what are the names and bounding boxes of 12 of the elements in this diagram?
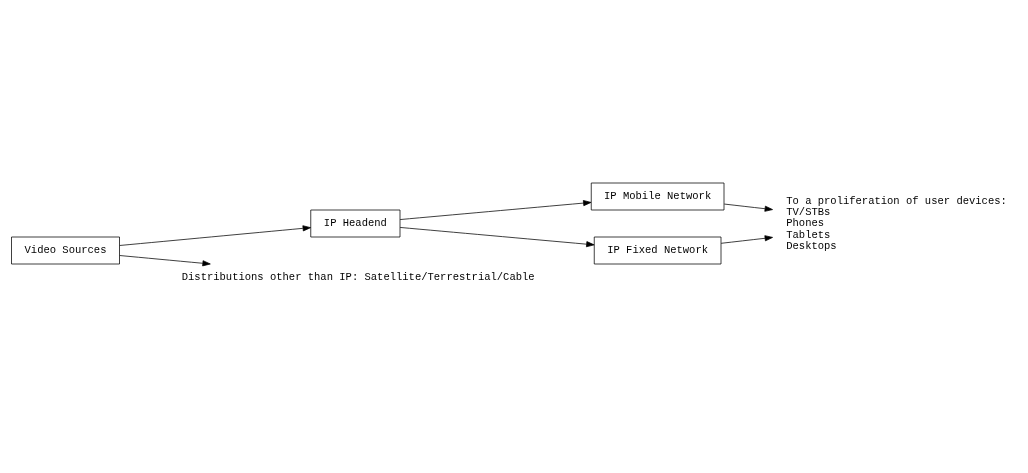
node-box: Video Sources (11, 236, 120, 264)
arrow (119, 224, 311, 246)
arrow (399, 199, 592, 220)
arrow (119, 254, 211, 266)
node-box: IP Mobile Network (590, 182, 725, 210)
node-box: IP Fixed Network (593, 236, 722, 264)
arrow (720, 234, 773, 244)
arrow (399, 226, 595, 247)
node-text: Distributions other than IP: Satellite/Terrestrial/Cable (181, 270, 535, 283)
node-box: IP Headend (310, 209, 401, 237)
arrow (723, 203, 773, 212)
node-text: To a proliferation of user devices: TV/STBs Phones Tablets Desktops (786, 194, 1007, 252)
